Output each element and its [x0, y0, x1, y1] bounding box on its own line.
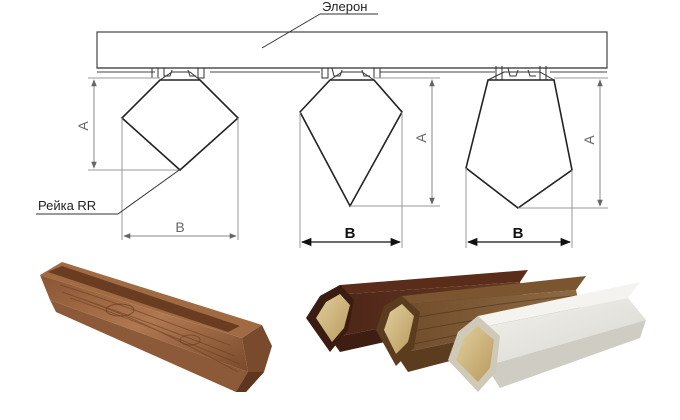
profile-label: Рейка RR [38, 198, 96, 213]
rail-beam [96, 31, 608, 69]
rail-label-leader [261, 13, 321, 49]
wood-beam-photo-left [40, 262, 272, 392]
dim-b-label-3: B [513, 225, 524, 242]
profile-2-pointed [299, 67, 440, 248]
profile-3-pentagon [465, 66, 608, 248]
beam-white [448, 282, 646, 392]
profile-1-diamond [36, 68, 240, 240]
dim-a-label-3: A [581, 135, 597, 145]
rail-label: Элерон [322, 0, 367, 14]
dim-b-label-1: B [175, 219, 184, 235]
dim-b-label-2: B [345, 225, 356, 242]
profile-label-leader [117, 167, 183, 215]
dim-a-label-1: A [75, 121, 91, 131]
dim-a-label-2: A [413, 133, 429, 143]
technical-drawing [36, 13, 608, 248]
